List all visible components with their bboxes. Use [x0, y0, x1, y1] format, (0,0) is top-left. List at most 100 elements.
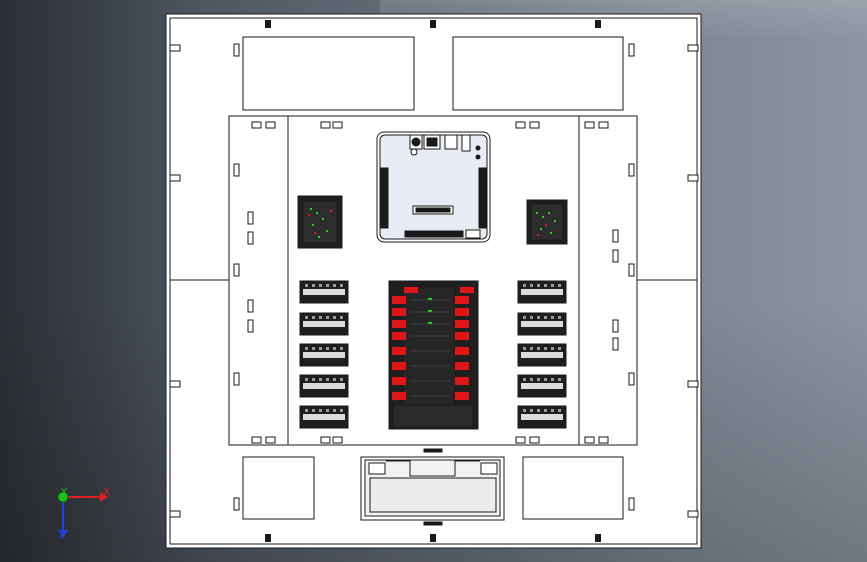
- terminal-screw: [551, 347, 554, 350]
- terminal-screw: [544, 347, 547, 350]
- mounting-slot-vertical: [233, 372, 240, 386]
- relay-terminal-block[interactable]: [388, 280, 479, 430]
- terminal-screw: [333, 347, 336, 350]
- relay-terminal-right: [455, 347, 469, 355]
- relay-led: [428, 298, 432, 300]
- relay-terminal-right: [455, 320, 469, 328]
- mounting-slot-vertical: [628, 372, 635, 386]
- terminal-screw: [326, 347, 329, 350]
- terminal-screw: [305, 409, 308, 412]
- terminal-screw: [537, 316, 540, 319]
- relay-terminal-left: [392, 392, 406, 400]
- mounting-slot-vertical: [628, 163, 635, 177]
- z-axis-arrow: [58, 530, 68, 538]
- edge-notch: [687, 174, 699, 182]
- terminal-block-strip: [521, 352, 563, 358]
- io-module-right[interactable]: [526, 199, 568, 245]
- edge-notch: [687, 510, 699, 518]
- cutout-top-left: [242, 36, 415, 111]
- x-axis-arrow: [100, 492, 108, 502]
- mounting-slot-vertical: [247, 319, 254, 333]
- terminal-screw: [333, 409, 336, 412]
- edge-notch: [687, 380, 699, 388]
- terminal-screw: [530, 284, 533, 287]
- terminal-screw: [305, 347, 308, 350]
- relay-led: [428, 310, 432, 312]
- relay-led: [428, 322, 432, 324]
- terminal-screw: [326, 409, 329, 412]
- relay-terminal-left: [392, 377, 406, 385]
- mounting-slot-vertical: [628, 43, 635, 57]
- mounting-slot-vertical: [612, 249, 619, 263]
- relay-terminal-left: [392, 362, 406, 370]
- edge-notch: [169, 174, 181, 182]
- terminal-screw: [523, 347, 526, 350]
- mounting-slot: [320, 121, 331, 129]
- mounting-slot-vertical: [233, 43, 240, 57]
- terminal-screw: [558, 347, 561, 350]
- mounting-slot-vertical: [247, 299, 254, 313]
- edge-notch: [169, 380, 181, 388]
- io-module-left[interactable]: [297, 195, 343, 249]
- terminal-screw: [326, 284, 329, 287]
- terminal-screw: [333, 378, 336, 381]
- relay-terminal-left: [392, 296, 406, 304]
- terminal-screw: [551, 284, 554, 287]
- mounting-slot-vertical: [612, 337, 619, 351]
- terminal-screw: [305, 378, 308, 381]
- edge-fastener: [265, 534, 271, 542]
- mounting-slot-vertical: [612, 229, 619, 243]
- z-axis-label: Z: [59, 530, 66, 541]
- terminal-screw: [530, 378, 533, 381]
- mounting-slot-vertical: [628, 497, 635, 511]
- terminal-screw: [551, 378, 554, 381]
- terminal-screw: [319, 284, 322, 287]
- terminal-screw: [530, 409, 533, 412]
- terminal-screw: [551, 316, 554, 319]
- terminal-screw: [319, 316, 322, 319]
- terminal-screw: [305, 284, 308, 287]
- controller-board[interactable]: [376, 131, 491, 243]
- terminal-screw: [333, 284, 336, 287]
- terminal-screw: [523, 378, 526, 381]
- mounting-slot: [598, 121, 609, 129]
- terminal-screw: [558, 284, 561, 287]
- mounting-slot-vertical: [233, 497, 240, 511]
- terminal-screw: [537, 378, 540, 381]
- relay-terminal-right: [455, 332, 469, 340]
- terminal-screw: [340, 316, 343, 319]
- terminal-screw: [558, 378, 561, 381]
- terminal-screw: [312, 316, 315, 319]
- cutout-bottom-right: [522, 456, 624, 520]
- terminal-screw: [319, 378, 322, 381]
- terminal-screw: [558, 409, 561, 412]
- mounting-slot: [598, 436, 609, 444]
- mounting-slot: [320, 436, 331, 444]
- terminal-block-strip: [303, 321, 345, 327]
- relay-terminal-right: [455, 308, 469, 316]
- terminal-screw: [326, 378, 329, 381]
- mounting-slot: [251, 121, 262, 129]
- mounting-hardware: [169, 20, 699, 542]
- terminal-screw: [544, 284, 547, 287]
- edge-fastener: [595, 534, 601, 542]
- lower-cutouts: [242, 456, 624, 520]
- mounting-slot: [332, 436, 343, 444]
- terminal-block-strip: [303, 289, 345, 295]
- terminal-screw: [544, 378, 547, 381]
- mounting-slot: [515, 436, 526, 444]
- terminal-screw: [326, 316, 329, 319]
- edge-notch: [169, 44, 181, 52]
- mounting-slot: [265, 436, 276, 444]
- terminal-block-strip: [303, 414, 345, 420]
- cutout-top-right: [452, 36, 624, 111]
- mounting-slot-vertical: [247, 211, 254, 225]
- relay-terminal-right: [455, 392, 469, 400]
- terminal-screw: [340, 409, 343, 412]
- relay-header-terminal: [460, 287, 474, 293]
- control-box[interactable]: [360, 448, 505, 526]
- relay-terminal-right: [455, 362, 469, 370]
- mounting-slot-vertical: [247, 231, 254, 245]
